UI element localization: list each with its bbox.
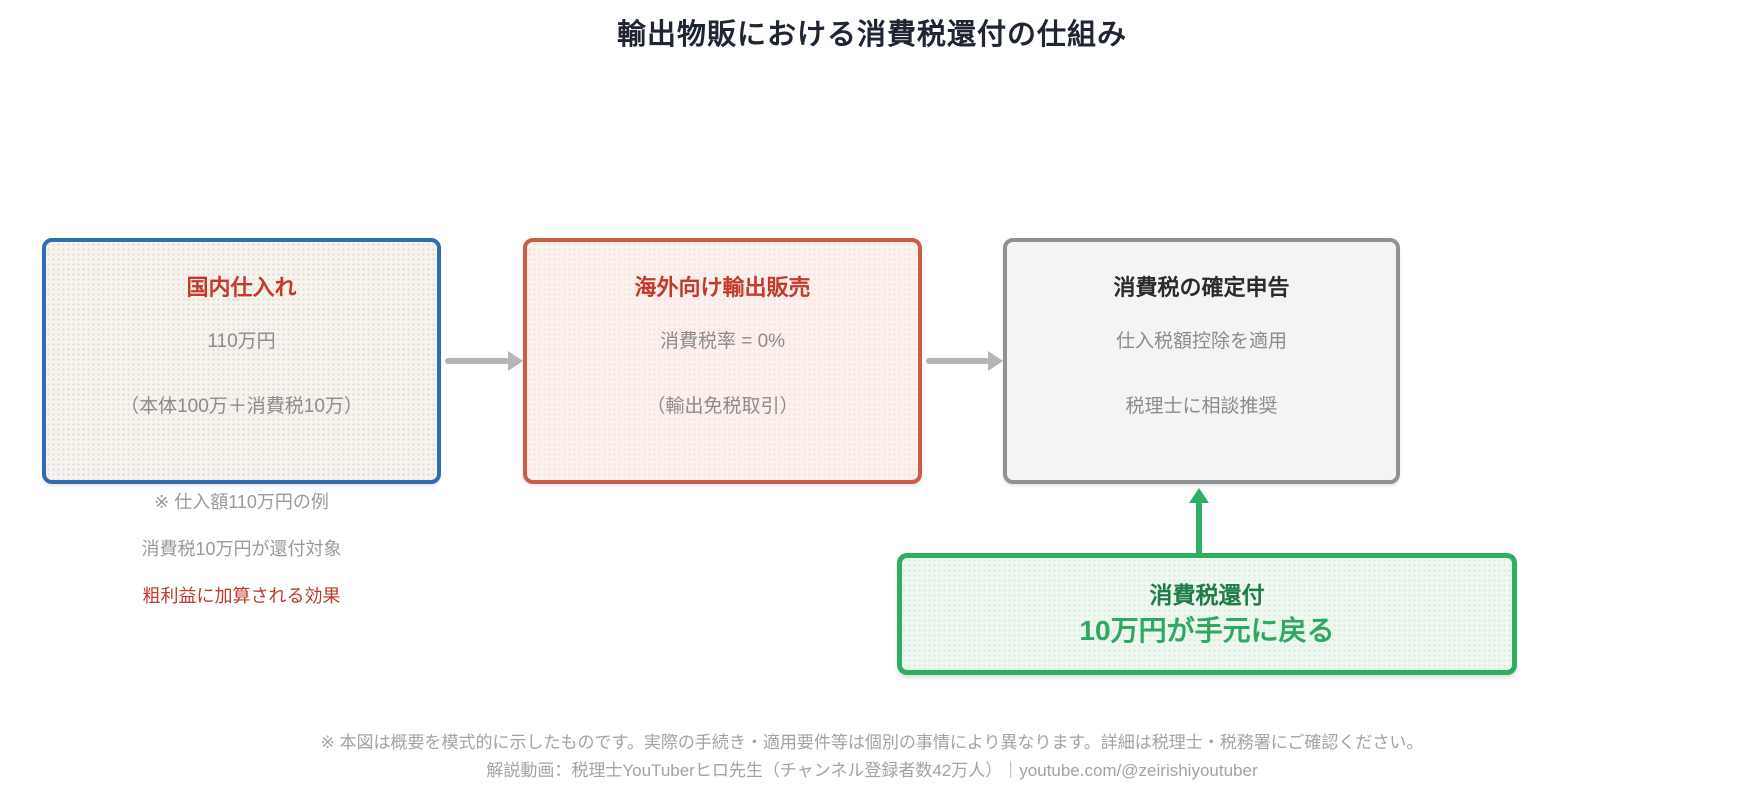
box-tax-filing: 消費税の確定申告 仕入税額控除を適用 税理士に相談推奨 [1003,238,1400,484]
box-tax-filing-deduction: 仕入税額控除を適用 [1115,331,1287,352]
refund-amount: 10万円が手元に戻る [1079,615,1335,646]
box-tax-refund: 消費税還付 10万円が手元に戻る [897,553,1517,675]
purchase-notes: ※ 仕入額110万円の例 消費税10万円が還付対象 粗利益に加算される効果 [42,490,441,631]
arrow-up-icon [1189,488,1209,553]
arrow-right-icon [926,351,1003,371]
purchase-note-gross-profit: 粗利益に加算される効果 [142,586,341,606]
box-domestic-purchase-amount: 110万円 [207,331,276,352]
purchase-note-example: ※ 仕入額110万円の例 [154,492,329,512]
box-domestic-purchase: 国内仕入れ 110万円 （本体100万＋消費税10万） [42,238,441,484]
box-export-sales-tax-rate: 消費税率 = 0% [659,331,786,352]
box-domestic-purchase-breakdown: （本体100万＋消費税10万） [120,396,363,417]
box-export-sales: 海外向け輸出販売 消費税率 = 0% （輸出免税取引） [523,238,922,484]
box-tax-filing-advice: 税理士に相談推奨 [1125,396,1278,417]
box-export-sales-note: （輸出免税取引） [646,396,799,417]
box-domestic-purchase-title: 国内仕入れ [186,275,297,300]
footer-credit: 解説動画：税理士YouTuberヒロ先生（チャンネル登録者数42万人）｜yout… [486,761,1258,780]
box-export-sales-title: 海外向け輸出販売 [634,275,811,300]
refund-title: 消費税還付 [1149,582,1265,608]
page-title: 輸出物販における消費税還付の仕組み [616,19,1127,51]
purchase-note-refund-target: 消費税10万円が還付対象 [141,539,342,559]
box-tax-filing-title: 消費税の確定申告 [1113,275,1290,300]
footer-disclaimer: ※ 本図は概要を模式的に示したものです。実際の手続き・適用要件等は個別の事情によ… [320,733,1424,752]
arrow-right-icon [445,351,523,371]
